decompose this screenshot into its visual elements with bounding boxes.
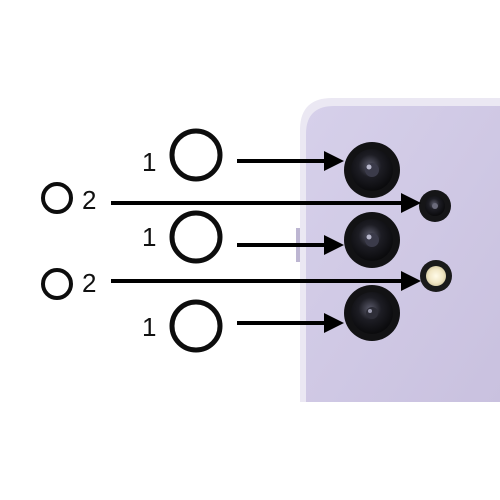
label-large-ring-2: 1 — [142, 222, 157, 252]
small-ring-2 — [41, 268, 73, 300]
flash — [420, 260, 452, 292]
label-large-ring-3: 1 — [142, 312, 157, 342]
phone-body — [306, 106, 500, 402]
label-small-ring-2: 2 — [82, 268, 97, 298]
main-lens-bottom — [344, 285, 400, 341]
label-small-ring-1: 2 — [82, 185, 97, 215]
large-ring-2 — [169, 210, 223, 264]
main-lens-top — [344, 142, 400, 198]
large-ring-1 — [169, 128, 223, 182]
main-lens-middle — [344, 212, 400, 268]
small-ring-1 — [41, 182, 73, 214]
depth-sensor — [419, 190, 451, 222]
label-large-ring-1: 1 — [142, 147, 157, 177]
large-ring-3 — [169, 299, 223, 353]
